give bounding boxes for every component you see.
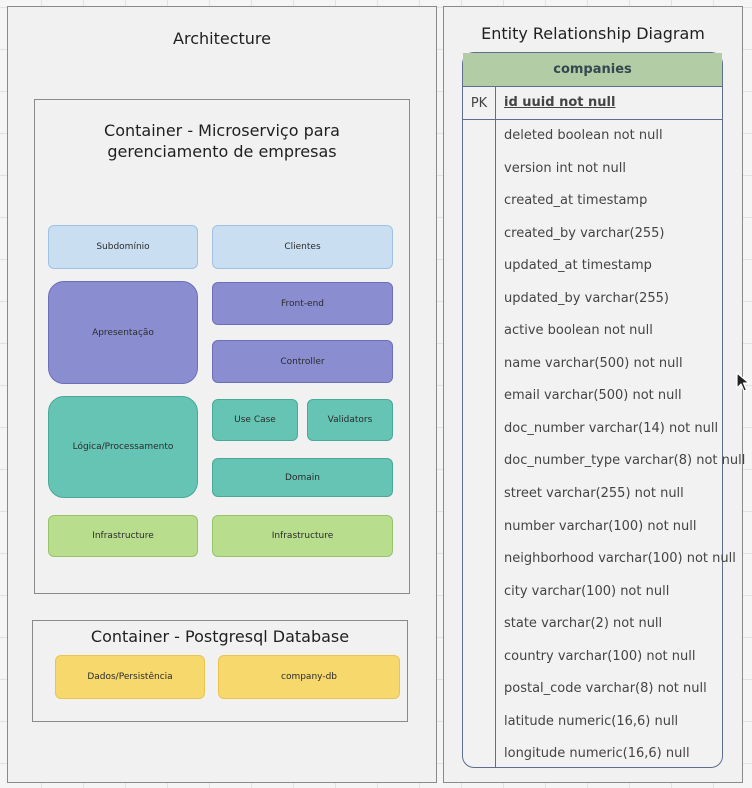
mouse-pointer-icon bbox=[736, 372, 750, 392]
table-field[interactable]: doc_number_type varchar(8) not null bbox=[504, 453, 746, 469]
table-fields: deleted boolean not null version int not… bbox=[463, 120, 746, 771]
company-db-box[interactable]: company-db bbox=[218, 655, 400, 699]
table-field[interactable]: city varchar(100) not null bbox=[504, 583, 670, 599]
table-field[interactable]: active boolean not null bbox=[504, 323, 653, 339]
table-field[interactable]: created_by varchar(255) bbox=[504, 225, 665, 241]
dados-persistencia-box[interactable]: Dados/Persistência bbox=[55, 655, 205, 699]
table-field[interactable]: email varchar(500) not null bbox=[504, 388, 682, 404]
logica-processamento-box[interactable]: Lógica/Processamento bbox=[48, 396, 198, 498]
table-field[interactable]: state varchar(2) not null bbox=[504, 616, 663, 632]
table-field[interactable]: deleted boolean not null bbox=[504, 128, 663, 143]
table-field[interactable]: version int not null bbox=[504, 160, 626, 176]
clientes-box[interactable]: Clientes bbox=[212, 225, 393, 269]
pk-label: PK bbox=[470, 95, 488, 111]
key-column-divider bbox=[495, 86, 496, 767]
table-field[interactable]: longitude numeric(16,6) null bbox=[504, 746, 690, 762]
table-field[interactable]: neighborhood varchar(100) not null bbox=[504, 551, 736, 567]
architecture-title: Architecture bbox=[173, 29, 271, 48]
microservice-container-title: Container - Microserviço para gerenciame… bbox=[104, 121, 340, 161]
table-field[interactable]: street varchar(255) not null bbox=[504, 486, 684, 502]
table-field[interactable]: created_at timestamp bbox=[504, 193, 648, 209]
table-field[interactable]: updated_by varchar(255) bbox=[504, 290, 670, 306]
apresentacao-box[interactable]: Apresentação bbox=[48, 281, 198, 384]
database-container-title: Container - Postgresql Database bbox=[90, 627, 350, 646]
table-field[interactable]: number varchar(100) not null bbox=[504, 518, 697, 534]
validators-box[interactable]: Validators bbox=[307, 399, 393, 441]
controller-box[interactable]: Controller bbox=[212, 340, 393, 383]
infrastructure-left-box[interactable]: Infrastructure bbox=[48, 515, 198, 557]
frontend-box[interactable]: Front-end bbox=[212, 282, 393, 325]
erd-title: Entity Relationship Diagram bbox=[481, 24, 705, 43]
domain-box[interactable]: Domain bbox=[212, 458, 393, 497]
companies-table[interactable]: companies PK id uuid not null deleted bo… bbox=[462, 52, 746, 771]
companies-table-header: companies bbox=[463, 53, 722, 87]
use-case-box[interactable]: Use Case bbox=[212, 399, 298, 441]
primary-key-row[interactable]: PK id uuid not null bbox=[463, 87, 722, 120]
table-field[interactable]: updated_at timestamp bbox=[504, 258, 652, 274]
table-field[interactable]: name varchar(500) not null bbox=[504, 355, 683, 371]
table-field[interactable]: country varchar(100) not null bbox=[504, 648, 696, 664]
table-field[interactable]: latitude numeric(16,6) null bbox=[504, 713, 679, 729]
pk-field: id uuid not null bbox=[504, 95, 616, 110]
table-field[interactable]: postal_code varchar(8) not null bbox=[504, 681, 707, 697]
table-field[interactable]: doc_number varchar(14) not null bbox=[504, 420, 719, 436]
subdominio-box[interactable]: Subdomínio bbox=[48, 225, 198, 269]
infrastructure-right-box[interactable]: Infrastructure bbox=[212, 515, 393, 557]
